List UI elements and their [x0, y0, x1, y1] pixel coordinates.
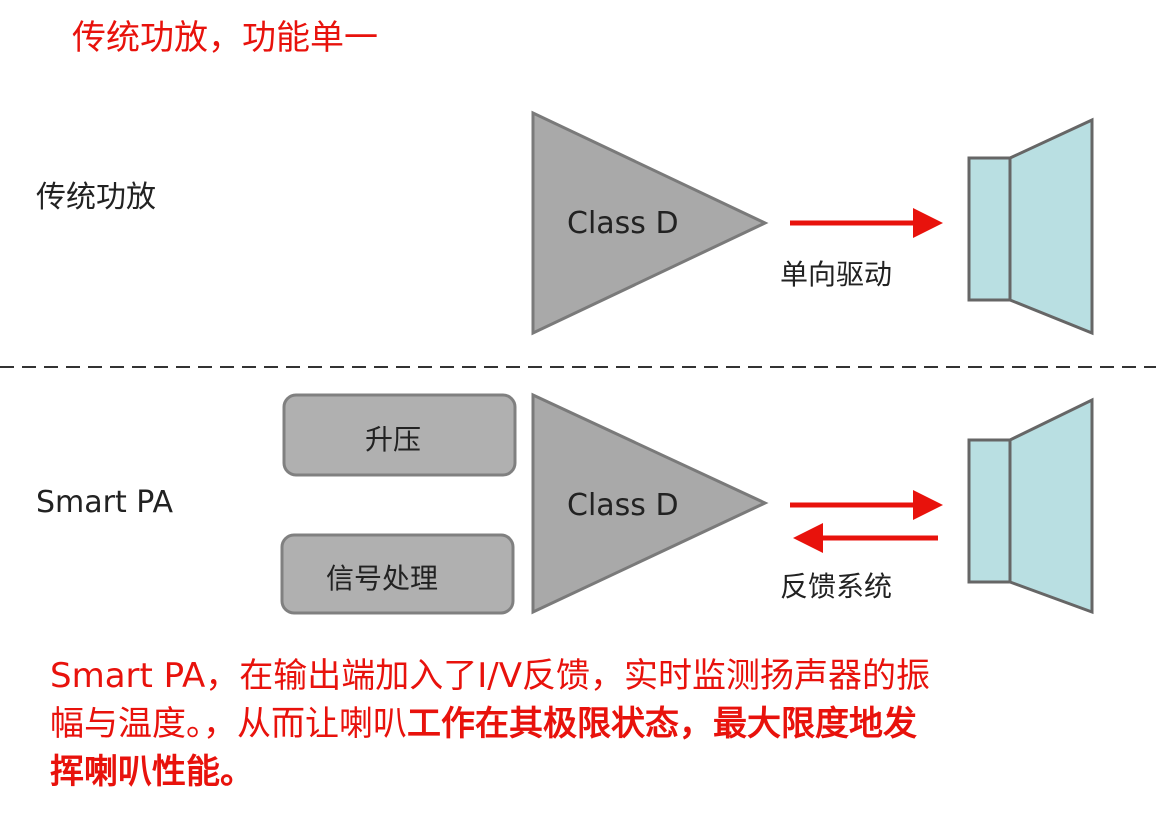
one-way-drive-label: 单向驱动 [780, 258, 893, 291]
class-d-label-bottom: Class D [567, 488, 679, 523]
speaker-cone-bottom [1008, 397, 1094, 615]
note-line-2-normal: 幅与温度。，从而让喇叭 [50, 704, 407, 744]
speaker-magnet-bottom [967, 438, 1012, 584]
note-line-3-bold: 挥喇叭性能。 [50, 752, 254, 792]
dsp-label: 信号处理 [326, 562, 439, 595]
note-line-1: Smart PA，在输出端加入了I/V反馈，实时监测扬声器的振 [50, 656, 930, 696]
boost-box [282, 393, 517, 477]
note-line-2-bold: 工作在其极限状态，最大限度地发 [407, 704, 917, 744]
page-title: 传统功放，功能单一 [72, 18, 378, 58]
dsp-box [280, 533, 515, 615]
class-d-label-top: Class D [567, 206, 679, 241]
boost-label: 升压 [365, 423, 422, 456]
feedback-label: 反馈系统 [780, 570, 893, 603]
explanation-note: Smart PA，在输出端加入了I/V反馈，实时监测扬声器的振 幅与温度。，从而… [50, 652, 930, 796]
note-line-2: 幅与温度。，从而让喇叭工作在其极限状态，最大限度地发 [50, 700, 930, 748]
smart-pa-label: Smart PA [36, 485, 173, 520]
note-line-3: 挥喇叭性能。 [50, 748, 930, 796]
speaker-magnet-top [967, 156, 1012, 302]
class-d-amp-top [531, 110, 769, 336]
traditional-label: 传统功放 [36, 180, 156, 215]
class-d-amp-bottom [531, 392, 769, 615]
speaker-cone-top [1008, 117, 1094, 336]
